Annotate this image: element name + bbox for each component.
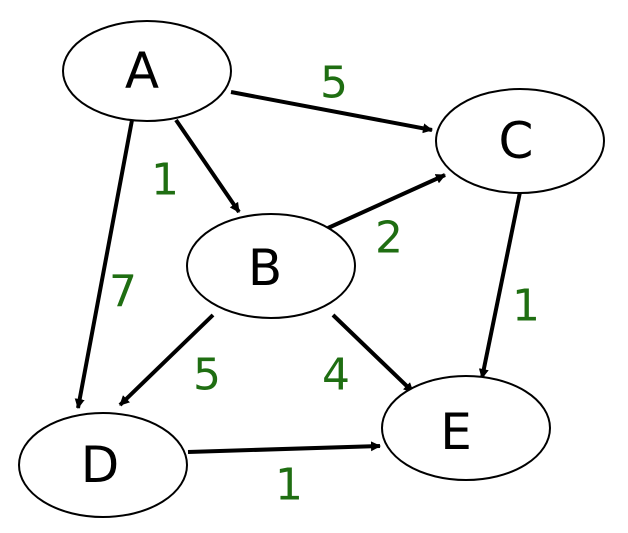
edge-b-d — [118, 313, 215, 407]
edge-a-d — [74, 119, 134, 409]
weight-b-e: 4 — [322, 350, 350, 401]
node-a: A — [62, 20, 232, 122]
edge-a-b — [174, 118, 241, 214]
weight-b-c: 2 — [375, 213, 403, 264]
node-d: D — [18, 412, 188, 518]
edges — [74, 90, 522, 454]
edge-b-e — [331, 313, 415, 394]
node-c: C — [435, 88, 605, 194]
node-e: E — [381, 375, 551, 481]
node-c-shape — [435, 88, 605, 194]
edge-b-c — [327, 173, 446, 230]
node-e-shape — [381, 375, 551, 481]
node-e-label: E — [440, 403, 472, 461]
node-b: B — [186, 213, 356, 319]
node-c-label: C — [499, 112, 534, 170]
node-d-shape — [18, 412, 188, 518]
weight-b-d: 5 — [193, 350, 221, 401]
weight-a-b: 1 — [151, 155, 179, 206]
weight-a-c: 5 — [320, 58, 348, 109]
weight-a-d: 7 — [109, 267, 137, 318]
node-a-shape — [62, 20, 232, 122]
node-b-shape — [186, 213, 356, 319]
node-a-label: A — [125, 42, 159, 100]
edge-d-e — [187, 441, 381, 454]
node-b-label: B — [248, 239, 282, 297]
weight-c-e: 1 — [512, 281, 540, 332]
weight-d-e: 1 — [275, 460, 303, 511]
edge-weights: 5 1 7 2 5 4 1 1 — [109, 58, 540, 511]
edge-a-c — [230, 90, 433, 134]
node-d-label: D — [81, 436, 120, 494]
edge-c-e — [478, 191, 522, 379]
